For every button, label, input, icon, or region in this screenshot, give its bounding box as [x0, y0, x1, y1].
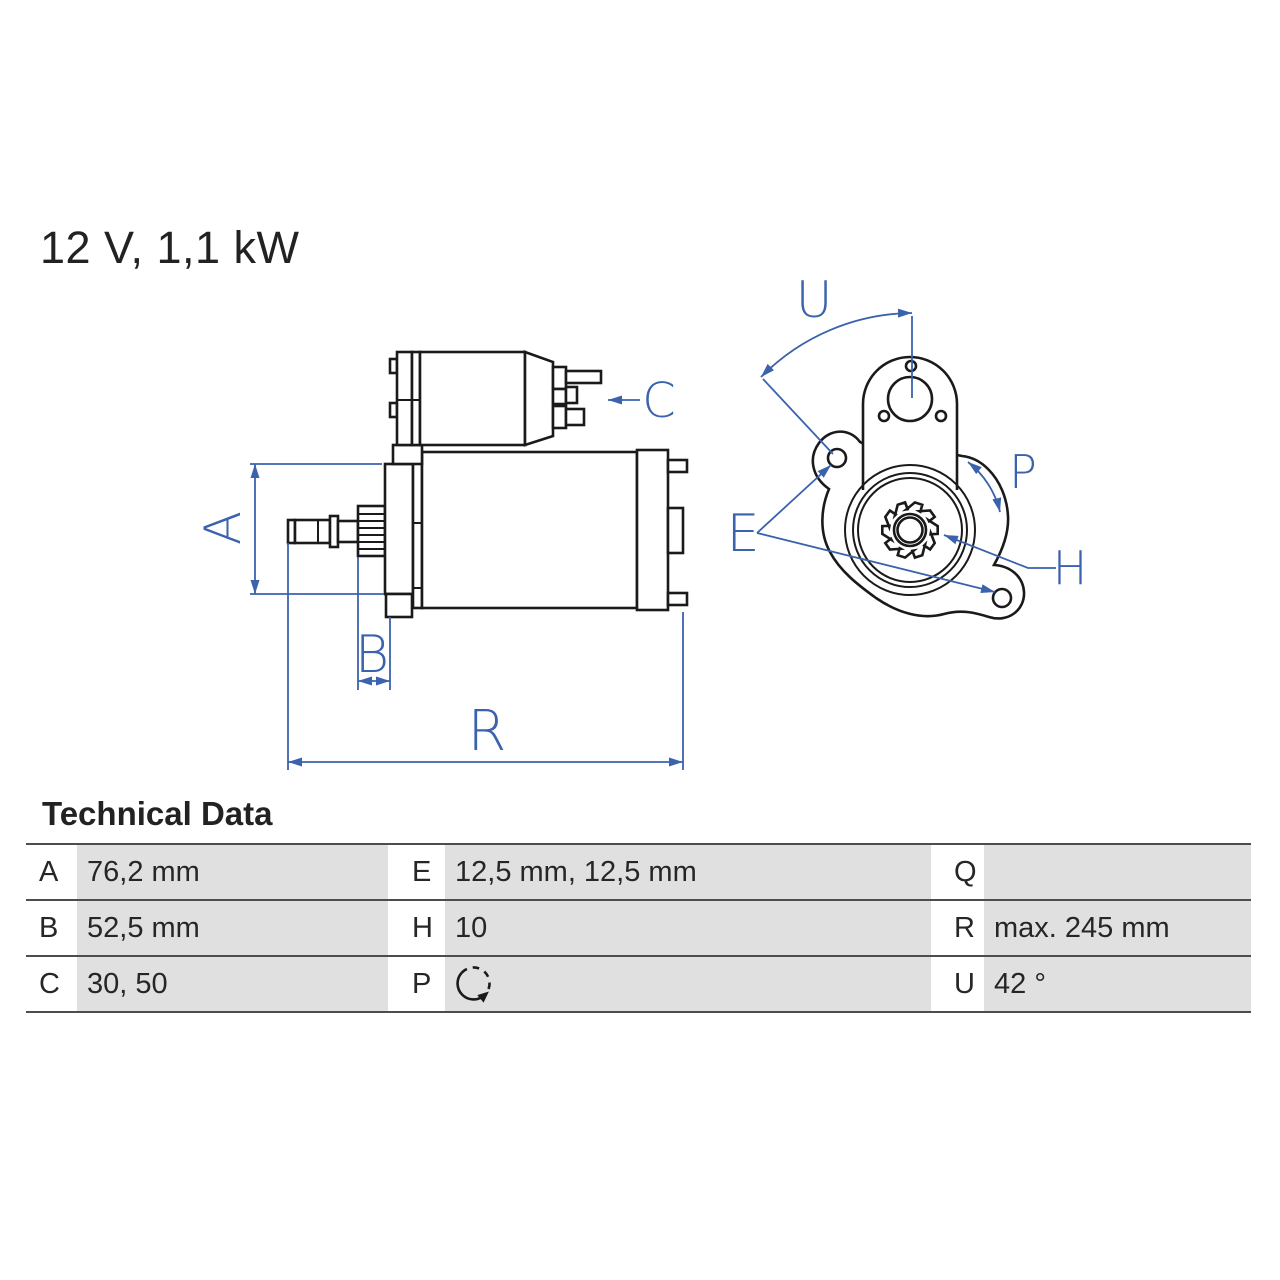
param-value-icon [445, 957, 931, 1011]
dim-label-h: H [1053, 541, 1088, 595]
pinion-side [356, 504, 387, 558]
terminal-30 [551, 365, 568, 391]
param-label: A [26, 845, 77, 899]
side-view: A B R C [194, 350, 689, 770]
dimension-H: H [943, 534, 1088, 595]
param-value: 52,5 mm [77, 901, 388, 955]
param-value: max. 245 mm [984, 901, 1251, 955]
front-view: U E H P [727, 271, 1088, 620]
table-title: Technical Data [42, 795, 273, 832]
motor-body [420, 450, 639, 610]
mounting-hole-lower [991, 587, 1013, 609]
param-label: C [26, 957, 77, 1011]
table-row: A 76,2 mm E 12,5 mm, 12,5 mm Q [26, 843, 1251, 899]
dim-label-p: P [1009, 445, 1037, 499]
dimension-C: C [608, 373, 676, 429]
dimension-E: E [727, 464, 996, 593]
shaft [293, 518, 332, 545]
end-cap [635, 448, 670, 612]
param-value: 10 [445, 901, 931, 955]
param-label: R [931, 901, 984, 955]
param-value: 12,5 mm, 12,5 mm [445, 845, 931, 899]
param-label: E [388, 845, 445, 899]
param-label: U [931, 957, 984, 1011]
terminal-50 [551, 387, 568, 406]
dimension-U: U [760, 271, 913, 455]
dim-label-u: U [796, 271, 833, 329]
param-label: B [26, 901, 77, 955]
mounting-foot [384, 592, 414, 619]
param-value: 76,2 mm [77, 845, 388, 899]
param-value: 42 ° [984, 957, 1251, 1011]
technical-data-table: A 76,2 mm E 12,5 mm, 12,5 mm Q B 52,5 mm… [26, 843, 1251, 1013]
table-row: B 52,5 mm H 10 R max. 245 mm [26, 899, 1251, 955]
dimension-R: R [287, 543, 684, 770]
rotation-direction-icon [456, 966, 491, 1003]
dimension-A: A [194, 463, 384, 595]
bracket-bore [886, 375, 934, 423]
dim-label-b: B [355, 625, 389, 685]
dim-label-r: R [468, 699, 507, 764]
dimension-P: P [967, 445, 1037, 513]
param-label: Q [931, 845, 984, 899]
dimension-B: B [355, 557, 391, 690]
solenoid [388, 350, 603, 466]
drive-end-housing [383, 462, 415, 596]
param-value [984, 845, 1251, 899]
dim-label-a: A [194, 511, 252, 545]
dim-label-e: E [727, 504, 760, 564]
param-label: P [388, 957, 445, 1011]
param-label: H [388, 901, 445, 955]
dim-label-c: C [642, 373, 676, 429]
page-title: 12 V, 1,1 kW [40, 222, 300, 273]
param-value: 30, 50 [77, 957, 388, 1011]
table-row: C 30, 50 P U 42 ° [26, 955, 1251, 1011]
